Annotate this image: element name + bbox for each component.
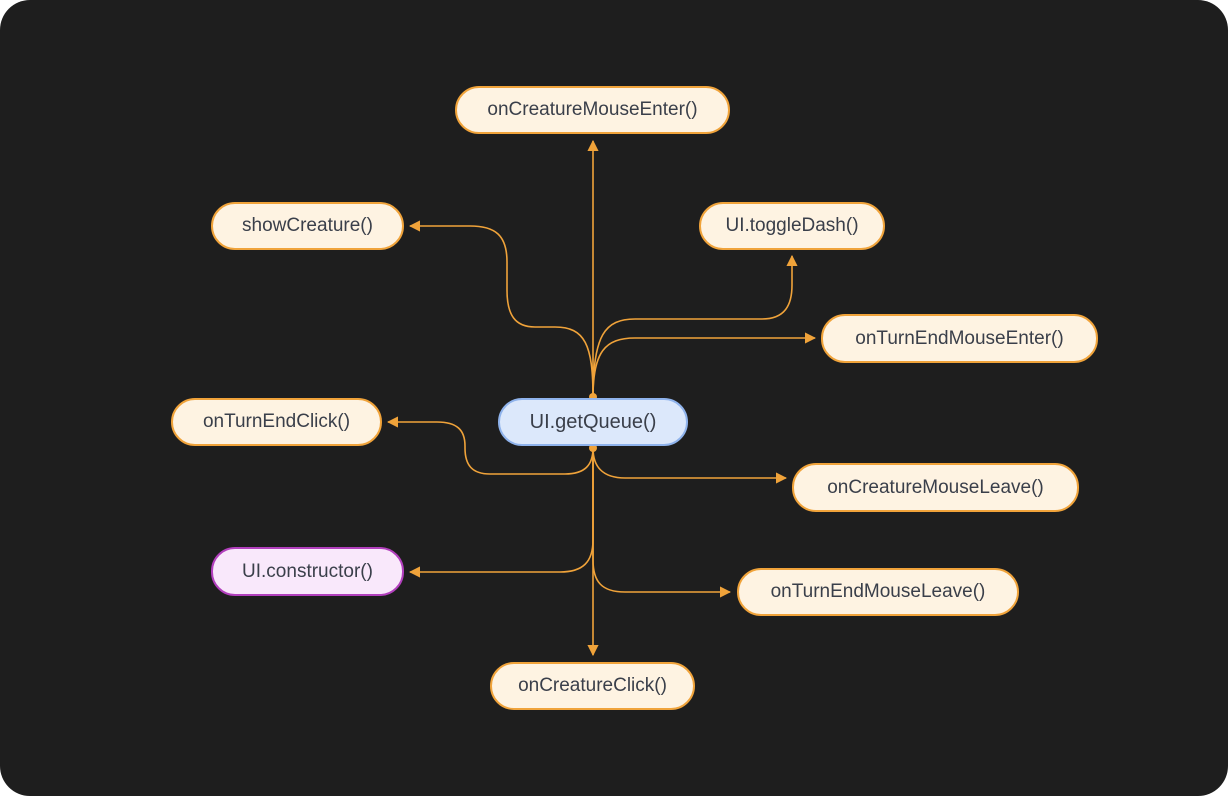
node-label: onTurnEndMouseLeave() [770, 581, 986, 602]
node-label: onCreatureClick() [518, 675, 667, 696]
edge-to-toggle-dash [592, 254, 798, 398]
edge-to-mouse-leave [592, 447, 788, 484]
node-on-creature-mouse-enter[interactable]: onCreatureMouseEnter() [455, 86, 730, 134]
edge-to-turnend-enter [592, 332, 817, 398]
anchor-bottom [589, 444, 597, 452]
node-label: onCreatureMouseLeave() [827, 476, 1044, 498]
node-on-creature-click[interactable]: onCreatureClick() [490, 662, 695, 710]
node-label: UI.getQueue() [529, 410, 657, 433]
node-label: onCreatureMouseEnter() [487, 99, 698, 120]
node-label: UI.constructor() [242, 560, 373, 582]
node-ui-constructor[interactable]: UI.constructor() [211, 547, 404, 596]
edge-to-turnend-click [386, 416, 594, 475]
node-ui-get-queue[interactable]: UI.getQueue() [498, 398, 688, 446]
node-show-creature[interactable]: showCreature() [211, 202, 404, 250]
node-ui-toggle-dash[interactable]: UI.toggleDash() [699, 202, 885, 250]
edge-to-show-creature [408, 220, 594, 398]
node-on-turn-end-mouse-leave[interactable]: onTurnEndMouseLeave() [737, 568, 1019, 616]
node-on-turn-end-mouse-enter[interactable]: onTurnEndMouseEnter() [821, 314, 1098, 363]
edge-to-turnend-leave [592, 448, 732, 598]
node-label: showCreature() [242, 215, 373, 236]
node-on-turn-end-click[interactable]: onTurnEndClick() [171, 398, 382, 446]
node-label: UI.toggleDash() [725, 215, 859, 236]
node-label: onTurnEndClick() [202, 411, 351, 432]
edge-to-constructor [408, 448, 594, 578]
node-on-creature-mouse-leave[interactable]: onCreatureMouseLeave() [792, 463, 1079, 512]
node-label: onTurnEndMouseEnter() [855, 327, 1064, 349]
